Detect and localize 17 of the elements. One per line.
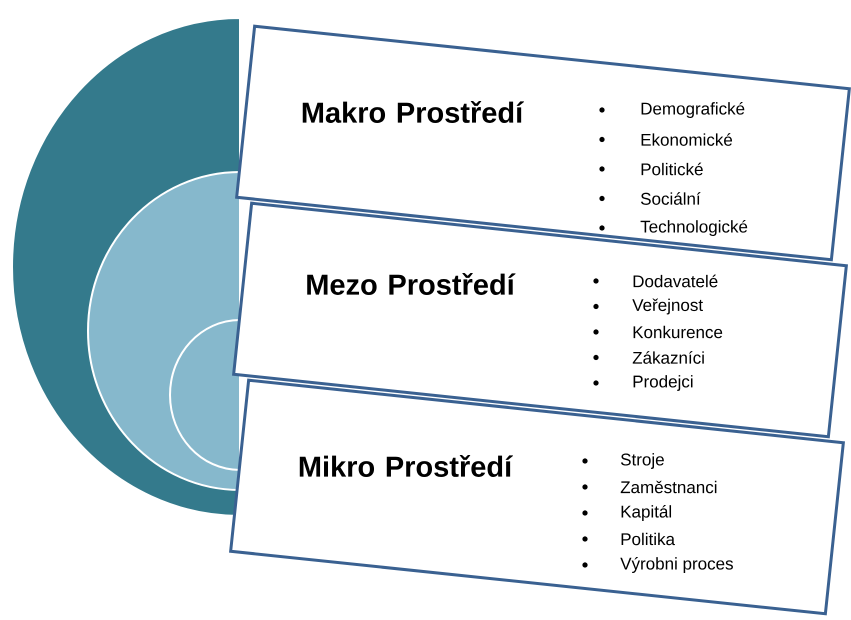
node-label: Politika — [622, 532, 675, 546]
environment-box: Makro Prostředí Demografické Ekonomické Politické Sociální Technologické — [235, 24, 851, 262]
node-label: Kapitál — [622, 504, 672, 522]
node-label: Technologické — [640, 220, 748, 236]
node-label: Mezo Prostředí — [307, 273, 516, 295]
node-label: Veřejnost — [632, 298, 703, 314]
node-label: Stroje — [620, 453, 664, 469]
node-label: Makro Prostředí — [302, 101, 524, 123]
node-label: Politické — [642, 162, 703, 176]
node-label: Ekonomické — [642, 133, 732, 146]
node-label: Mikro Prostředí — [300, 455, 513, 477]
node-label: Zaměstnanci — [620, 480, 716, 494]
node-label: Výrobni proces — [620, 556, 733, 574]
node-label: Dodavatelé — [634, 274, 718, 288]
node-label: Zákazníci — [632, 351, 704, 364]
node-label: Konkurence — [634, 326, 722, 338]
node-label: Demografické — [642, 102, 744, 118]
